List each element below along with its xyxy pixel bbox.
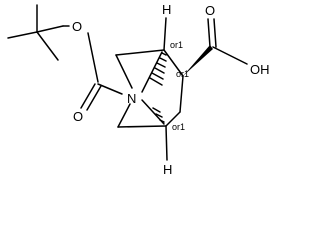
hashed-wedge-c1 <box>149 52 167 86</box>
structure-svg: O O N H H O OH or1 or1 or1 <box>7 2 270 177</box>
bond-ch2top-ch2bot-a <box>115 54 133 89</box>
bond-c1-ch2top <box>115 49 165 56</box>
bond-tbu-3 <box>36 31 59 61</box>
bond-o-carbonylc <box>87 32 99 83</box>
hashed-wedge-c5 <box>152 107 165 123</box>
bond-tbu-2 <box>7 31 38 39</box>
bond-c5-h <box>165 125 168 161</box>
stereo-label-c1: or1 <box>170 40 183 50</box>
bond-ch2bot-n <box>117 103 131 128</box>
atom-h-bottom: H <box>163 162 172 177</box>
bond-co-double-b <box>86 85 102 111</box>
bond-cooh-oh <box>212 46 248 65</box>
atom-oh-acid: OH <box>250 62 270 77</box>
atom-h-top: H <box>162 2 171 17</box>
bond-c2-c3 <box>179 75 184 113</box>
bond-n-c1 <box>141 51 163 93</box>
bond-c5-ch2bot <box>117 125 167 128</box>
atom-o-carbonyl-boc: O <box>73 109 83 124</box>
bond-c1-h <box>163 17 167 51</box>
wedge-c2-cooh <box>183 45 213 76</box>
stereo-label-c2: or1 <box>176 69 189 79</box>
bond-tbu-4 <box>36 25 64 33</box>
atom-n-bridge: N <box>127 91 136 106</box>
bond-co-double-a <box>80 83 96 109</box>
bond-carbonylc-n <box>97 83 123 95</box>
bond-cooh-double-a <box>207 18 211 48</box>
bond-cooh-double-b <box>213 18 217 48</box>
atom-o-carbonyl-acid: O <box>205 3 215 18</box>
molecule-diagram: O O N H H O OH or1 or1 or1 <box>7 2 270 177</box>
bond-c1-c2 <box>163 49 184 77</box>
atom-o-ester: O <box>72 19 82 34</box>
stereo-label-c5: or1 <box>172 122 185 132</box>
bond-c3-c5 <box>165 111 181 127</box>
